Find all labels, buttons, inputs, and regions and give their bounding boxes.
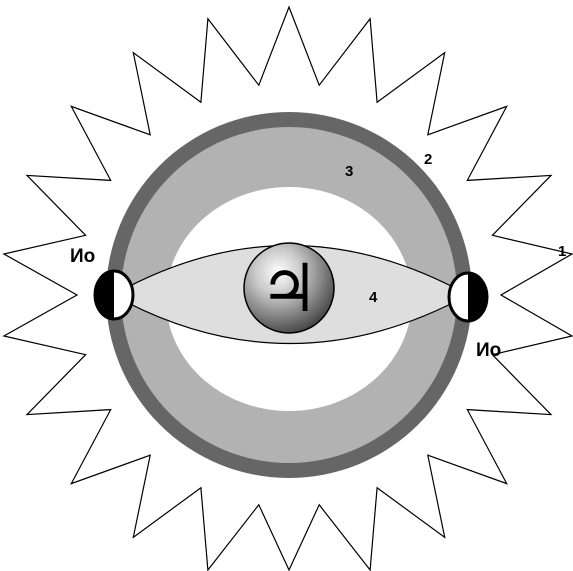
jupiter-symbol: ♃ bbox=[259, 250, 318, 327]
io-moon-left bbox=[95, 271, 133, 319]
label-3: 3 bbox=[345, 163, 353, 180]
io-moon-right bbox=[449, 273, 487, 321]
label-2: 2 bbox=[424, 151, 432, 168]
label-io-right: Ио bbox=[476, 340, 501, 361]
label-1: 1 bbox=[558, 243, 566, 260]
label-4: 4 bbox=[369, 289, 378, 306]
label-io-left: Ио bbox=[70, 246, 95, 267]
